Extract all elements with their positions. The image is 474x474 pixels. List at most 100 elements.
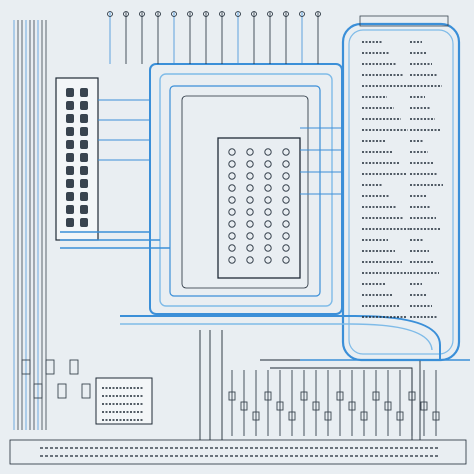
relay-contact xyxy=(282,244,290,252)
bottom-component xyxy=(384,401,392,411)
terminal-peg xyxy=(66,205,74,214)
bottom-left-component xyxy=(33,383,43,399)
top-terminal xyxy=(315,11,321,17)
relay-contact xyxy=(264,160,272,168)
top-terminal xyxy=(203,11,209,17)
relay-contact xyxy=(264,196,272,204)
terminal-peg xyxy=(80,192,88,201)
top-terminal xyxy=(107,11,113,17)
relay-contact xyxy=(246,196,254,204)
relay-contact xyxy=(282,160,290,168)
terminal-peg xyxy=(80,218,88,227)
main-bus-wiring xyxy=(60,63,470,440)
bottom-component xyxy=(396,411,404,421)
relay-contact xyxy=(246,172,254,180)
relay-contact xyxy=(228,148,236,156)
terminal-peg xyxy=(80,101,88,110)
relay-contact xyxy=(282,232,290,240)
terminal-peg xyxy=(80,166,88,175)
relay-contact xyxy=(246,208,254,216)
terminal-peg xyxy=(66,153,74,162)
top-terminal xyxy=(171,11,177,17)
relay-contact xyxy=(228,244,236,252)
bottom-left-component xyxy=(45,359,55,375)
relay-contact xyxy=(282,208,290,216)
relay-contact xyxy=(264,184,272,192)
bottom-component xyxy=(336,391,344,401)
top-terminal xyxy=(139,11,145,17)
relay-contact xyxy=(228,184,236,192)
relay-contact xyxy=(246,256,254,264)
relay-contact xyxy=(264,256,272,264)
bottom-left-component xyxy=(57,383,67,399)
terminal-peg xyxy=(80,114,88,123)
relay-contact xyxy=(282,148,290,156)
relay-contact xyxy=(228,160,236,168)
bottom-component xyxy=(300,391,308,401)
terminal-peg xyxy=(80,127,88,136)
terminal-peg xyxy=(66,218,74,227)
terminal-peg xyxy=(66,192,74,201)
relay-contact xyxy=(282,172,290,180)
terminal-peg xyxy=(66,114,74,123)
relay-contact xyxy=(246,184,254,192)
relay-contact xyxy=(282,196,290,204)
relay-contact xyxy=(228,172,236,180)
bottom-title-strip xyxy=(9,439,467,465)
bottom-component xyxy=(432,411,440,421)
top-terminal xyxy=(123,11,129,17)
terminal-peg xyxy=(66,127,74,136)
top-terminal xyxy=(219,11,225,17)
relay-contact xyxy=(246,160,254,168)
top-terminal xyxy=(283,11,289,17)
terminal-peg xyxy=(66,166,74,175)
terminal-peg xyxy=(80,205,88,214)
bottom-component xyxy=(312,401,320,411)
relay-contact xyxy=(282,184,290,192)
bottom-left-component xyxy=(21,359,31,375)
top-terminal xyxy=(235,11,241,17)
bottom-component xyxy=(348,401,356,411)
bottom-component xyxy=(324,411,332,421)
relay-contact xyxy=(228,256,236,264)
bottom-component xyxy=(264,391,272,401)
terminal-peg xyxy=(80,140,88,149)
terminal-peg xyxy=(80,179,88,188)
relay-contact xyxy=(264,220,272,228)
terminal-peg xyxy=(66,179,74,188)
relay-contact xyxy=(264,244,272,252)
bottom-component xyxy=(360,411,368,421)
terminal-peg xyxy=(66,101,74,110)
relay-contact xyxy=(264,208,272,216)
relay-contact xyxy=(264,232,272,240)
bottom-component xyxy=(408,391,416,401)
left-terminal-block xyxy=(55,77,99,241)
top-terminal xyxy=(187,11,193,17)
bottom-left-component xyxy=(69,359,79,375)
bottom-component xyxy=(420,401,428,411)
bottom-component xyxy=(276,401,284,411)
top-terminal xyxy=(299,11,305,17)
bottom-component xyxy=(288,411,296,421)
bottom-component xyxy=(372,391,380,401)
relay-contact xyxy=(246,220,254,228)
right-panel-title-block xyxy=(359,15,449,27)
bottom-component xyxy=(252,411,260,421)
central-relay-cluster xyxy=(217,137,301,279)
relay-contact xyxy=(228,232,236,240)
top-terminal xyxy=(267,11,273,17)
relay-contact xyxy=(228,196,236,204)
top-terminal xyxy=(251,11,257,17)
terminal-peg xyxy=(80,153,88,162)
relay-contact xyxy=(228,208,236,216)
terminal-peg xyxy=(66,88,74,97)
bottom-left-note-box xyxy=(95,377,153,425)
relay-contact xyxy=(228,220,236,228)
bottom-component xyxy=(240,401,248,411)
relay-contact xyxy=(282,220,290,228)
relay-contact xyxy=(264,148,272,156)
relay-contact xyxy=(246,148,254,156)
relay-contact xyxy=(246,232,254,240)
